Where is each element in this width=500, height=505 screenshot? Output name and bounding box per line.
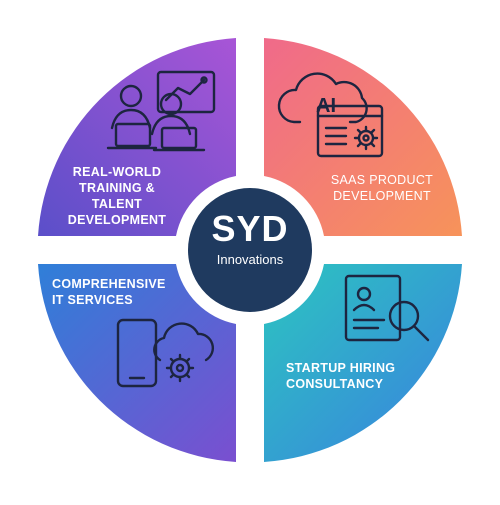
label-saas-product: SAAS PRODUCT DEVELOPMENT bbox=[322, 172, 442, 204]
ai-cloud-icon bbox=[277, 72, 384, 158]
label-line: COMPREHENSIVE bbox=[52, 277, 166, 291]
label-line: TRAINING & bbox=[79, 181, 155, 195]
quadrant-bottom-right bbox=[264, 264, 462, 462]
ai-icon-text: AI bbox=[316, 95, 336, 117]
label-line: DEVELOPMENT bbox=[333, 189, 431, 203]
label-line: REAL-WORLD bbox=[72, 165, 162, 179]
quadrant-top-left bbox=[38, 38, 236, 236]
quadrant-bottom-left bbox=[38, 264, 236, 462]
label-line: IT SERVICES bbox=[52, 293, 133, 307]
mobile-cloud-icon bbox=[116, 318, 214, 388]
label-line: SAAS PRODUCT bbox=[330, 173, 434, 187]
label-line: CONSULTANCY bbox=[286, 377, 384, 391]
center-circle bbox=[188, 188, 312, 312]
center-title: SYD bbox=[211, 208, 289, 249]
label-line: TALENT bbox=[91, 197, 143, 211]
team-training-icon bbox=[106, 70, 216, 152]
center-subtitle: Innovations bbox=[216, 252, 284, 267]
label-line: DEVELOPMENT bbox=[67, 213, 167, 227]
label-startup-hiring: STARTUP HIRING CONSULTANCY bbox=[286, 360, 426, 392]
label-training-talent: REAL-WORLD TRAINING & TALENT DEVELOPMENT bbox=[58, 164, 176, 228]
label-it-services: COMPREHENSIVE IT SERVICES bbox=[52, 276, 182, 308]
label-line: STARTUP HIRING bbox=[286, 361, 396, 375]
resume-search-icon bbox=[344, 274, 430, 342]
